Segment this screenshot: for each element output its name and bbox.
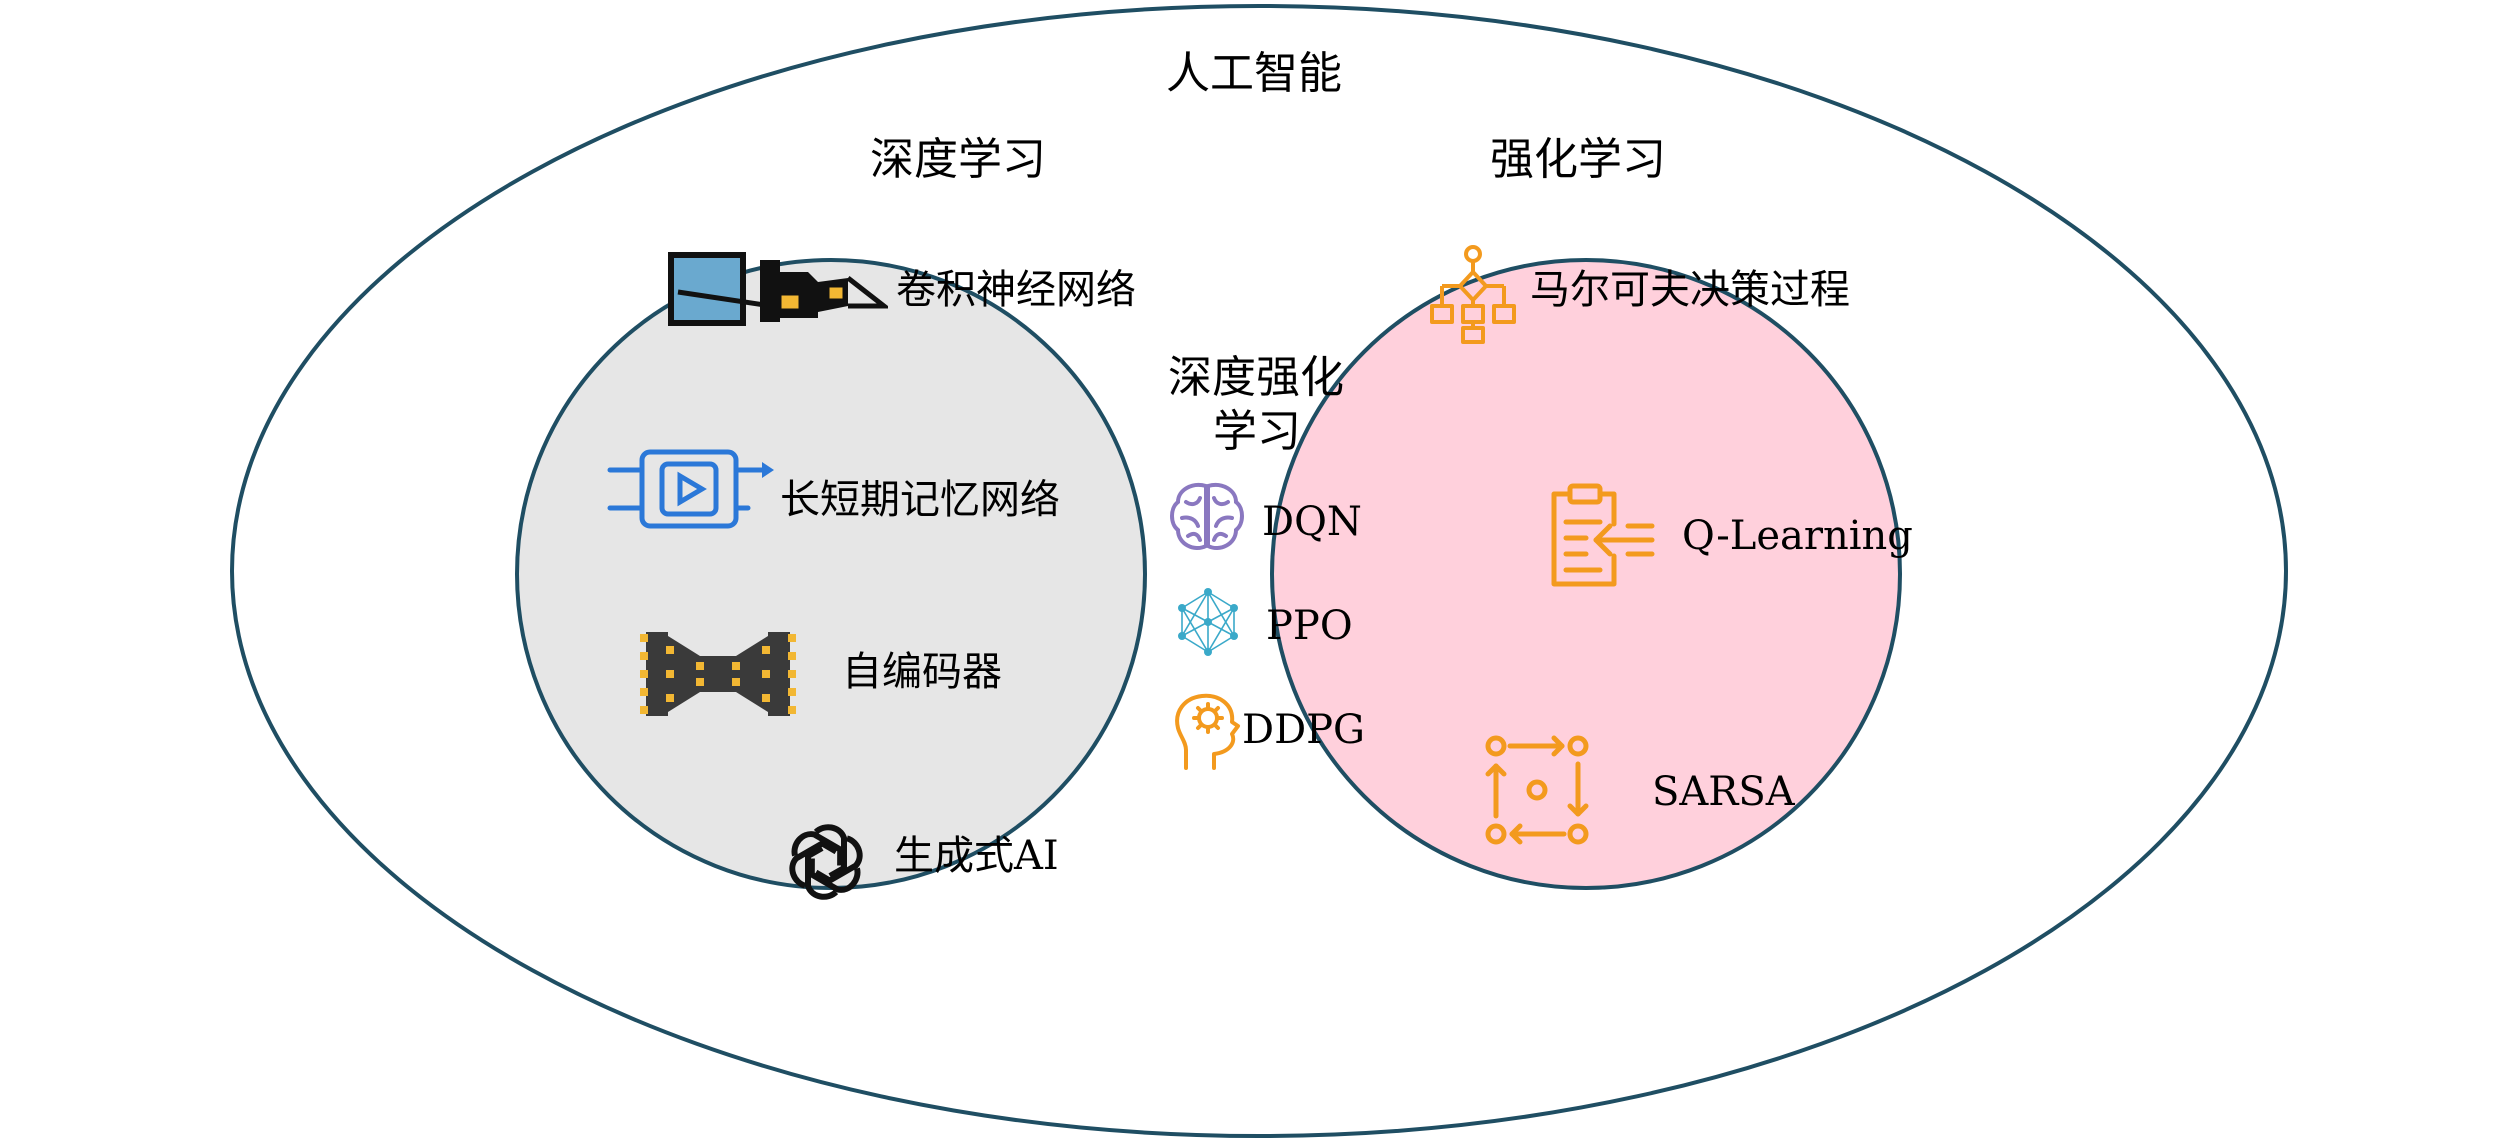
network-icon bbox=[1172, 586, 1244, 662]
autoencoder-label: 自编码器 bbox=[842, 649, 1002, 695]
sarsa-label: SARSA bbox=[1652, 769, 1795, 815]
mdp-label: 马尔可夫决策过程 bbox=[1530, 267, 1850, 313]
brain-icon bbox=[1168, 480, 1246, 558]
ddpg-label: DDPG bbox=[1242, 707, 1366, 753]
head-gear-icon bbox=[1170, 690, 1242, 776]
lstm-label: 长短期记忆网络 bbox=[780, 477, 1060, 523]
openai-icon bbox=[780, 816, 872, 912]
clipboard-exchange-icon bbox=[1548, 480, 1660, 594]
reinforcement-learning-outline bbox=[1270, 258, 1902, 890]
dqn-label: DQN bbox=[1262, 499, 1362, 545]
q-learning-label: Q-Learning bbox=[1682, 513, 1913, 559]
ai-title: 人工智能 bbox=[1166, 48, 1342, 99]
cnn-icon bbox=[668, 252, 892, 332]
lstm-icon bbox=[606, 448, 774, 534]
deep-rl-title-line2: 学习 bbox=[1213, 406, 1301, 457]
flowchart-icon bbox=[1428, 244, 1518, 348]
deep-rl-title-line1: 深度强化 bbox=[1168, 352, 1344, 403]
generative-ai-label: 生成式AI bbox=[894, 833, 1059, 879]
autoencoder-icon bbox=[638, 626, 798, 726]
ppo-label: PPO bbox=[1266, 603, 1353, 649]
deep-learning-title: 深度学习 bbox=[870, 134, 1046, 185]
cnn-label: 卷积神经网络 bbox=[896, 267, 1136, 313]
reinforcement-learning-circle bbox=[1272, 260, 1900, 888]
reinforcement-learning-title: 强化学习 bbox=[1490, 134, 1666, 185]
state-cycle-icon bbox=[1484, 734, 1590, 850]
deep-learning-circle bbox=[517, 260, 1145, 888]
